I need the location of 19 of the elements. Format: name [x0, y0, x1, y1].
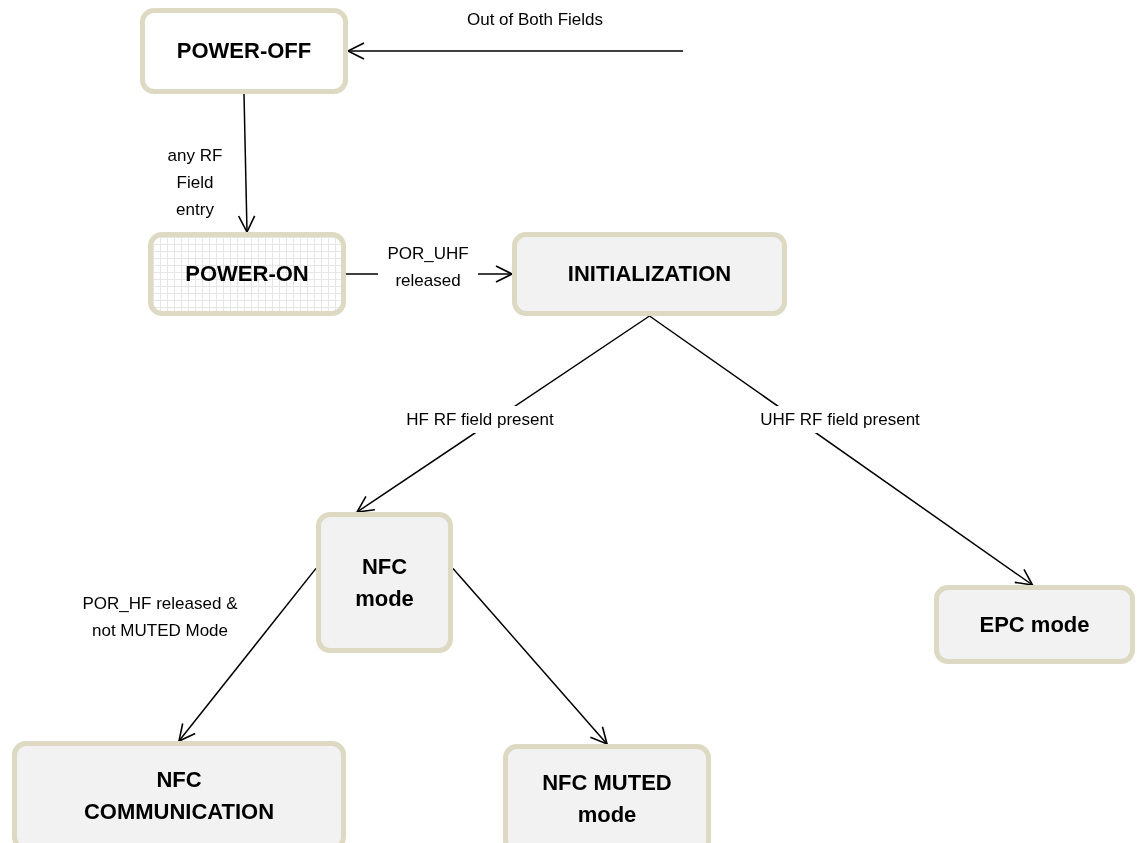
state-label: POWER-OFF — [176, 37, 312, 66]
state-label: NFC mode — [354, 552, 415, 613]
state-label: NFC COMMUNICATION — [82, 766, 276, 826]
state-box — [148, 232, 346, 316]
state-box — [316, 512, 453, 653]
state-box — [503, 744, 711, 843]
arrow — [648, 315, 1034, 586]
state-box — [934, 585, 1135, 664]
state-label: EPC mode — [979, 610, 1090, 639]
state-box — [512, 232, 787, 316]
arrow — [452, 567, 608, 745]
state-box — [12, 741, 346, 843]
state-label: POWER-ON — [185, 260, 309, 289]
state-box — [140, 8, 348, 94]
state-label: NFC MUTED mode — [541, 769, 673, 829]
arrow — [237, 93, 256, 233]
arrow — [178, 567, 317, 742]
arrow — [347, 42, 684, 60]
state-label: INITIALIZATION — [567, 260, 732, 289]
